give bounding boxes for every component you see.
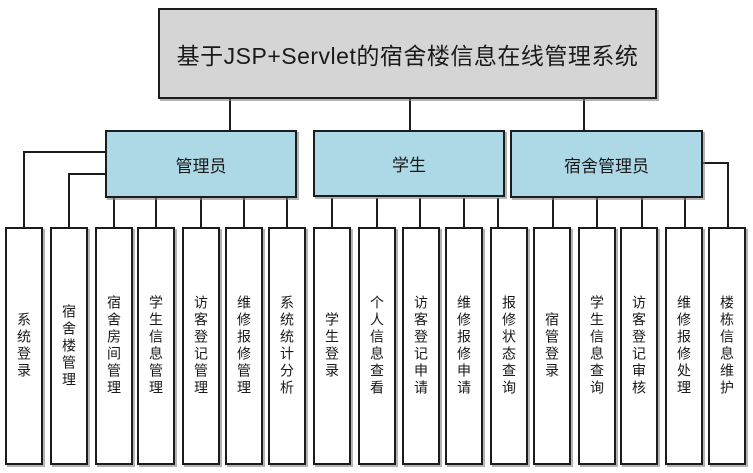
leaf-label-repair-mgmt: 维修报修管理 [236, 295, 252, 397]
leaf-label-visitor-register-apply: 访客登记申请 [413, 295, 429, 397]
leaf-label-building-info-maintain: 楼栋信息维护 [719, 295, 735, 397]
leaf-node-building-info-maintain: 楼栋信息维护 [708, 227, 746, 465]
leaf-node-system-login: 系统登录 [5, 227, 43, 465]
role-node-admin: 管理员 [105, 130, 297, 198]
role-label-dorm-admin: 宿舍管理员 [564, 156, 649, 176]
leaf-node-dorm-building-mgmt: 宿舍楼管理 [50, 227, 88, 465]
title-node: 基于JSP+Servlet的宿舍楼信息在线管理系统 [158, 8, 657, 99]
leaf-label-repair-status-query: 报修状态查询 [501, 295, 517, 397]
leaf-label-repair-handle: 维修报修处理 [676, 295, 692, 397]
leaf-label-visitor-register-mgmt: 访客登记管理 [193, 295, 209, 397]
title-text: 基于JSP+Servlet的宿舍楼信息在线管理系统 [176, 42, 639, 69]
leaf-label-personal-info-view: 个人信息查看 [369, 295, 385, 397]
leaf-node-student-login: 学生登录 [313, 227, 351, 465]
leaf-label-dorm-room-mgmt: 宿舍房间管理 [106, 295, 122, 397]
leaf-node-repair-status-query: 报修状态查询 [490, 227, 528, 465]
leaf-label-visitor-register-review: 访客登记审核 [631, 295, 647, 397]
role-node-student: 学生 [313, 130, 505, 197]
leaf-node-repair-handle: 维修报修处理 [665, 227, 703, 465]
role-label-student: 学生 [392, 156, 426, 175]
leaf-label-stats-analysis: 系统统计分析 [279, 295, 295, 397]
role-node-dorm-admin: 宿舍管理员 [510, 130, 703, 198]
leaf-node-repair-apply: 维修报修申请 [445, 227, 483, 465]
leaf-node-stats-analysis: 系统统计分析 [268, 227, 306, 465]
leaf-node-student-info-mgmt: 学生信息管理 [137, 227, 175, 465]
leaf-node-dorm-room-mgmt: 宿舍房间管理 [95, 227, 133, 465]
leaf-label-student-login: 学生登录 [324, 312, 340, 380]
leaf-node-visitor-register-review: 访客登记审核 [620, 227, 658, 465]
leaf-node-student-info-query: 学生信息查询 [578, 227, 616, 465]
leaf-node-dorm-manager-login: 宿管登录 [533, 227, 571, 465]
leaf-node-visitor-register-apply: 访客登记申请 [402, 227, 440, 465]
leaf-node-personal-info-view: 个人信息查看 [358, 227, 396, 465]
leaf-label-system-login: 系统登录 [16, 312, 32, 380]
leaf-label-student-info-mgmt: 学生信息管理 [148, 295, 164, 397]
leaf-node-visitor-register-mgmt: 访客登记管理 [182, 227, 220, 465]
leaf-label-dorm-manager-login: 宿管登录 [544, 312, 560, 380]
leaf-label-student-info-query: 学生信息查询 [589, 295, 605, 397]
leaf-node-repair-mgmt: 维修报修管理 [225, 227, 263, 465]
leaf-label-repair-apply: 维修报修申请 [456, 295, 472, 397]
leaf-label-dorm-building-mgmt: 宿舍楼管理 [61, 303, 77, 389]
role-label-admin: 管理员 [175, 156, 227, 176]
